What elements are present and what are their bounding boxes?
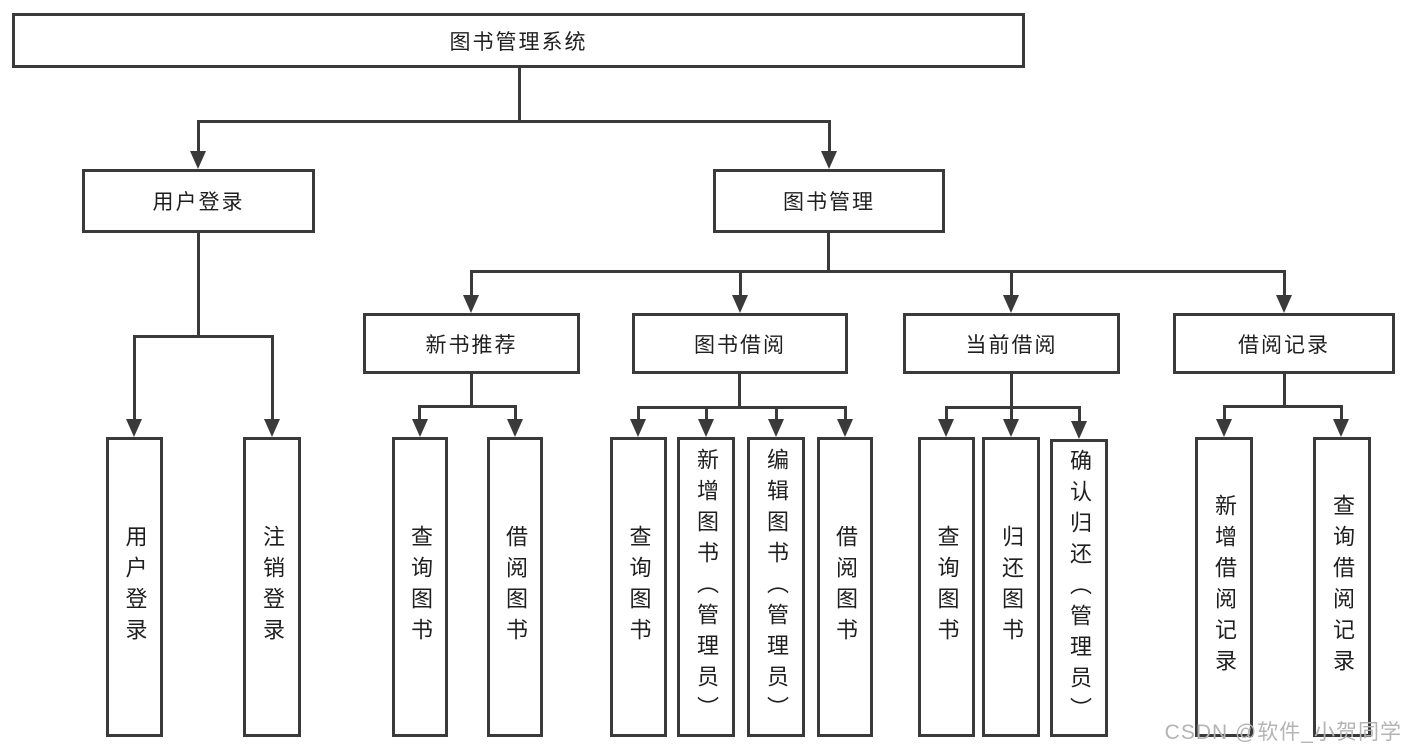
connector-vline — [775, 406, 778, 423]
leaf-logout-label: 注销登录 — [260, 525, 285, 649]
connector-vline — [1283, 270, 1286, 298]
connector-vline — [1223, 405, 1226, 423]
arrowhead-down-icon — [1003, 295, 1019, 313]
leaf-query-borrow-record: 查询借阅记录 — [1313, 437, 1371, 737]
leaf-add-borrow-record-label: 新增借阅记录 — [1212, 494, 1237, 680]
connector-vline — [518, 68, 521, 123]
leaf-query-books-2: 查询图书 — [610, 437, 667, 737]
connector-vline — [133, 335, 136, 422]
connector-vline — [1283, 374, 1286, 408]
connector-vline — [470, 270, 473, 298]
arrowhead-down-icon — [821, 151, 837, 169]
connector-hline — [418, 405, 517, 408]
connector-vline — [705, 406, 708, 423]
arrowhead-down-icon — [768, 419, 784, 437]
leaf-query-books-1: 查询图书 — [392, 437, 448, 737]
arrowhead-down-icon — [264, 419, 280, 437]
connector-hline — [945, 406, 1081, 409]
connector-vline — [828, 120, 831, 153]
connector-vline — [1078, 406, 1081, 425]
leaf-return-books-label: 归还图书 — [999, 525, 1024, 649]
leaf-edit-books-admin-label: 编辑图书（管理员） — [764, 447, 789, 727]
arrowhead-down-icon — [1071, 421, 1087, 439]
connector-hline — [1223, 405, 1343, 408]
watermark: CSDN @软件_小贺同学 — [1164, 721, 1402, 744]
leaf-user-login: 用户登录 — [106, 437, 163, 737]
leaf-query-borrow-record-label: 查询借阅记录 — [1330, 494, 1355, 680]
node-book-borrow-label: 图书借阅 — [694, 333, 786, 357]
node-book-borrow: 图书借阅 — [632, 313, 848, 374]
leaf-edit-books-admin: 编辑图书（管理员） — [747, 437, 805, 737]
connector-hline — [197, 120, 831, 123]
leaf-borrow-books-2: 借阅图书 — [817, 437, 873, 737]
arrowhead-down-icon — [630, 419, 646, 437]
node-current-borrow-label: 当前借阅 — [965, 333, 1058, 357]
connector-vline — [1340, 405, 1343, 423]
leaf-logout: 注销登录 — [243, 437, 301, 737]
arrowhead-down-icon — [412, 419, 428, 437]
connector-vline — [197, 233, 200, 338]
leaf-query-books-3: 查询图书 — [918, 437, 975, 737]
connector-hline — [133, 335, 274, 338]
node-root-label: 图书管理系统 — [449, 30, 588, 54]
connector-hline — [470, 270, 1286, 273]
node-book-mgmt-label: 图书管理 — [783, 191, 875, 214]
node-current-borrow: 当前借阅 — [903, 313, 1120, 374]
connector-vline — [514, 405, 517, 423]
node-new-book-rec: 新书推荐 — [363, 313, 580, 374]
connector-hline — [637, 406, 847, 409]
leaf-confirm-return-admin: 确认归还（管理员） — [1050, 439, 1108, 737]
leaf-user-login-label: 用户登录 — [122, 525, 148, 649]
leaf-borrow-books-1: 借阅图书 — [487, 437, 543, 737]
connector-vline — [271, 335, 274, 422]
arrowhead-down-icon — [698, 419, 714, 437]
node-borrow-records-label: 借阅记录 — [1238, 333, 1330, 357]
node-new-book-rec-label: 新书推荐 — [425, 333, 518, 357]
connector-vline — [844, 406, 847, 423]
connector-vline — [1010, 374, 1013, 409]
leaf-return-books: 归还图书 — [982, 437, 1040, 737]
arrowhead-down-icon — [126, 419, 142, 437]
node-root: 图书管理系统 — [12, 13, 1025, 68]
arrowhead-down-icon — [938, 419, 954, 437]
connector-vline — [1010, 270, 1013, 298]
connector-vline — [945, 406, 948, 423]
arrowhead-down-icon — [837, 419, 853, 437]
arrowhead-down-icon — [463, 295, 479, 313]
node-user-login: 用户登录 — [82, 169, 315, 233]
leaf-add-books-admin-label: 新增图书（管理员） — [694, 447, 719, 727]
node-borrow-records: 借阅记录 — [1173, 313, 1395, 374]
arrowhead-down-icon — [1333, 419, 1349, 437]
connector-vline — [197, 120, 200, 153]
arrowhead-down-icon — [507, 419, 523, 437]
connector-vline — [470, 374, 473, 408]
connector-vline — [418, 405, 421, 423]
node-user-login-label: 用户登录 — [152, 191, 245, 214]
leaf-query-books-2-label: 查询图书 — [626, 525, 652, 649]
arrowhead-down-icon — [1003, 419, 1019, 437]
connector-vline — [827, 233, 830, 273]
leaf-confirm-return-admin-label: 确认归还（管理员） — [1067, 448, 1092, 728]
arrowhead-down-icon — [1276, 295, 1292, 313]
connector-vline — [1010, 406, 1013, 423]
arrowhead-down-icon — [732, 295, 748, 313]
arrowhead-down-icon — [190, 151, 206, 169]
leaf-borrow-books-2-label: 借阅图书 — [833, 525, 858, 649]
leaf-query-books-1-label: 查询图书 — [408, 525, 433, 649]
leaf-borrow-books-1-label: 借阅图书 — [503, 525, 528, 649]
connector-vline — [637, 406, 640, 423]
connector-vline — [738, 374, 741, 409]
leaf-query-books-3-label: 查询图书 — [934, 525, 960, 649]
connector-vline — [739, 270, 742, 298]
node-book-mgmt: 图书管理 — [713, 169, 945, 233]
leaf-add-books-admin: 新增图书（管理员） — [677, 437, 735, 737]
leaf-add-borrow-record: 新增借阅记录 — [1195, 437, 1253, 737]
arrowhead-down-icon — [1216, 419, 1232, 437]
